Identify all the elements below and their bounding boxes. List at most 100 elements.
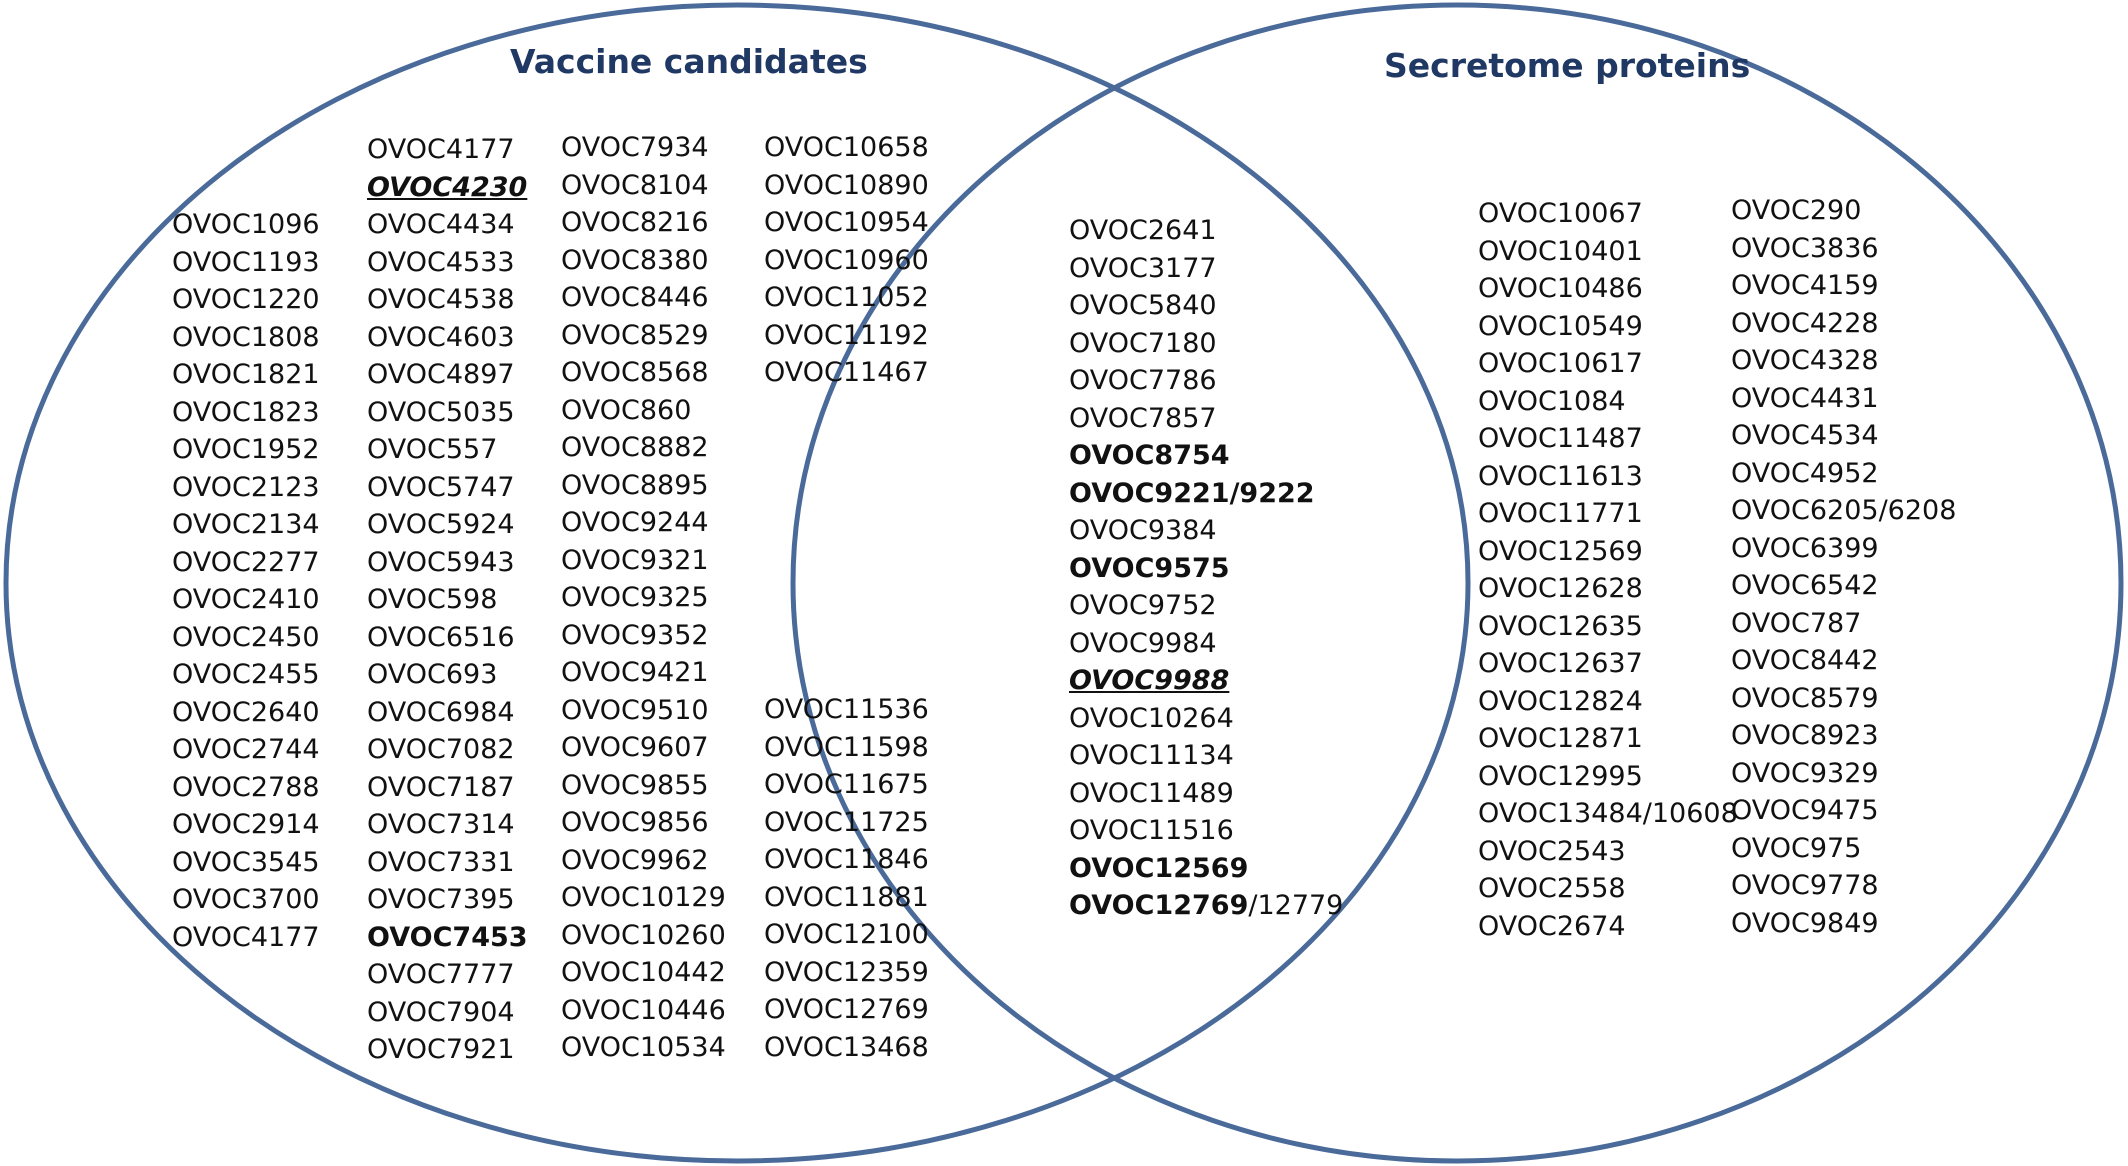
protein-id-label: OVOC11536 [764, 694, 929, 725]
protein-id: OVOC8568 [561, 354, 726, 392]
protein-id: OVOC7777 [367, 956, 528, 994]
secretome-proteins-title: Secretome proteins [1384, 46, 1751, 85]
protein-id-label: OVOC5747 [367, 471, 515, 503]
protein-id-label: OVOC9778 [1731, 870, 1879, 901]
protein-id: OVOC10954 [764, 204, 929, 242]
protein-id-label: OVOC4228 [1731, 307, 1879, 339]
protein-id: OVOC860 [561, 392, 726, 430]
protein-id: OVOC11134 [1069, 737, 1343, 775]
protein-id: OVOC8216 [561, 204, 726, 242]
protein-id: OVOC11725 [764, 804, 929, 842]
protein-id: OVOC1096 [172, 206, 320, 244]
protein-id: OVOC7314 [367, 806, 528, 844]
protein-id: OVOC4434 [367, 206, 528, 244]
protein-id: OVOC10534 [561, 1029, 726, 1067]
protein-id-label: OVOC11771 [1478, 498, 1643, 529]
vaccine-candidates-title: Vaccine candidates [510, 42, 868, 81]
protein-id-label: OVOC1823 [172, 396, 320, 428]
protein-id-label: OVOC9984 [1069, 627, 1217, 659]
protein-id: OVOC10446 [561, 992, 726, 1030]
protein-id: OVOC2558 [1478, 870, 1738, 908]
protein-id: OVOC3836 [1731, 230, 1956, 268]
protein-id: OVOC5943 [367, 544, 528, 582]
protein-id-label: OVOC10446 [561, 994, 726, 1026]
protein-id: OVOC5840 [1069, 287, 1343, 325]
protein-id-label: OVOC9856 [561, 807, 709, 838]
protein-id-label: OVOC2788 [172, 771, 320, 803]
protein-id: OVOC4533 [367, 244, 528, 282]
protein-id-label: OVOC8104 [561, 169, 709, 201]
protein-id: OVOC3700 [172, 881, 320, 919]
protein-id: OVOC1808 [172, 319, 320, 357]
protein-id: OVOC11467 [764, 354, 929, 392]
protein-id-label: OVOC2277 [172, 546, 320, 578]
protein-id-label: OVOC10890 [764, 169, 929, 201]
protein-id-label: OVOC860 [561, 394, 692, 426]
protein-id: OVOC2640 [172, 694, 320, 732]
protein-id: OVOC4603 [367, 319, 528, 357]
protein-id: OVOC7934 [561, 129, 726, 167]
protein-id: OVOC4538 [367, 281, 528, 319]
protein-id: OVOC11598 [764, 729, 929, 767]
protein-id-label: OVOC5943 [367, 546, 515, 578]
protein-id-label: OVOC8579 [1731, 682, 1879, 714]
protein-id-label: OVOC12635 [1478, 610, 1643, 642]
protein-id: OVOC8923 [1731, 717, 1956, 755]
protein-id: OVOC4431 [1731, 380, 1956, 418]
protein-id: OVOC10264 [1069, 700, 1343, 738]
protein-id: OVOC6984 [367, 694, 528, 732]
protein-id: OVOC12824 [1478, 683, 1738, 721]
protein-id: OVOC9352 [561, 617, 726, 655]
protein-id: OVOC12635 [1478, 608, 1738, 646]
protein-id-label: OVOC11487 [1478, 423, 1643, 454]
protein-id-label: OVOC12769 [1069, 890, 1249, 921]
protein-id-label: OVOC11134 [1069, 740, 1234, 771]
protein-id: OVOC10486 [1478, 270, 1738, 308]
protein-id-label: OVOC12359 [764, 956, 929, 988]
protein-id: OVOC8380 [561, 242, 726, 280]
protein-id: OVOC11487 [1478, 420, 1738, 458]
secretome-proteins-circle [790, 2, 2124, 1164]
protein-id: OVOC7904 [367, 994, 528, 1032]
protein-id-label: OVOC8754 [1069, 440, 1230, 471]
protein-id-label: OVOC8923 [1731, 720, 1879, 751]
protein-id-label: OVOC10264 [1069, 702, 1234, 734]
protein-id-label: OVOC8216 [561, 207, 709, 238]
protein-id-label: OVOC975 [1731, 832, 1862, 864]
protein-id-label: OVOC10129 [561, 882, 726, 913]
vaccine-candidates-circle [3, 2, 1471, 1164]
protein-id-label: OVOC3177 [1069, 252, 1217, 284]
protein-id: OVOC7331 [367, 844, 528, 882]
protein-id-suffix: /12779 [1248, 890, 1344, 921]
protein-id: OVOC9962 [561, 842, 726, 880]
protein-id-label: OVOC2455 [172, 659, 320, 690]
protein-id-label: OVOC7453 [367, 921, 528, 953]
protein-id-label: OVOC11052 [764, 282, 929, 313]
protein-id-label: OVOC7180 [1069, 327, 1217, 359]
protein-id: OVOC10617 [1478, 345, 1738, 383]
protein-id-label: OVOC11613 [1478, 460, 1643, 492]
protein-id-label: OVOC4534 [1731, 420, 1879, 451]
protein-id: OVOC11536 [764, 691, 929, 729]
protein-id-label: OVOC10549 [1478, 310, 1643, 342]
protein-id: OVOC9510 [561, 692, 726, 730]
protein-id-label: OVOC4603 [367, 321, 515, 353]
protein-id: OVOC11881 [764, 879, 929, 917]
protein-id-label: OVOC9575 [1069, 552, 1230, 584]
protein-id-label: OVOC6542 [1731, 570, 1879, 601]
protein-id-label: OVOC1220 [172, 284, 320, 315]
protein-id: OVOC8754 [1069, 437, 1343, 475]
protein-id-label: OVOC9329 [1731, 757, 1879, 789]
protein-id-label: OVOC7934 [561, 132, 709, 163]
protein-id-label: OVOC8446 [561, 282, 709, 313]
protein-id-label: OVOC2134 [172, 509, 320, 540]
protein-id: OVOC2277 [172, 544, 320, 582]
protein-id: OVOC557 [367, 431, 528, 469]
protein-id: OVOC7180 [1069, 325, 1343, 363]
protein-id-label: OVOC10534 [561, 1032, 726, 1063]
protein-id: OVOC11192 [764, 317, 929, 355]
protein-id-label: OVOC8882 [561, 432, 709, 463]
protein-id: OVOC693 [367, 656, 528, 694]
